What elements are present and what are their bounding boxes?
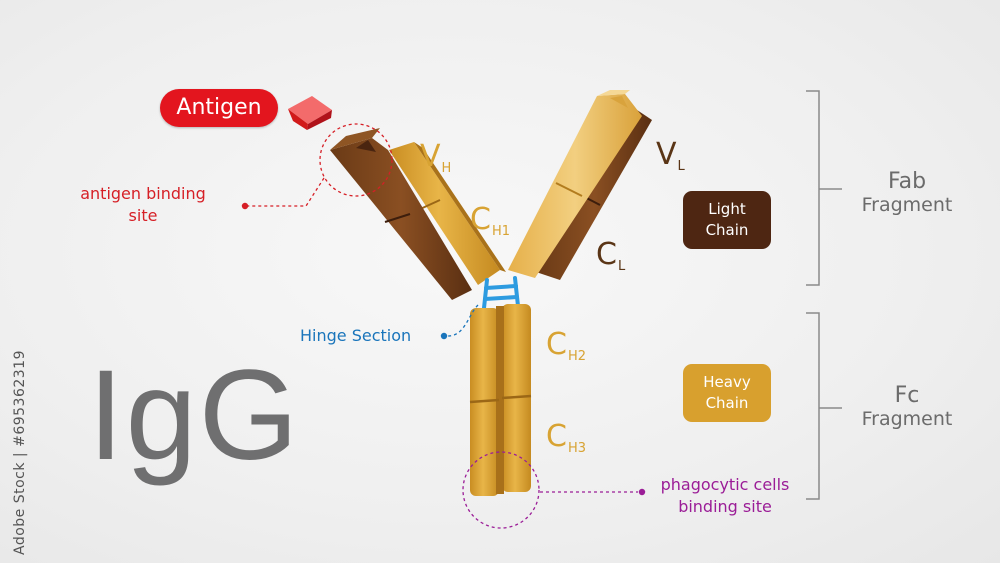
fc-bracket xyxy=(806,312,842,500)
domain-cl-label: CL xyxy=(596,237,626,275)
domain-vl-label: VL xyxy=(656,137,685,175)
fab-fragment-label: Fab Fragment xyxy=(861,169,953,217)
phagocytic-binding-site-marker xyxy=(462,451,646,529)
right-arm-heavy-chain xyxy=(508,90,642,278)
domain-ch2-label: CH2 xyxy=(546,327,586,365)
domain-ch1-label: CH1 xyxy=(470,202,510,240)
antigen-binding-site-label: antigen binding site xyxy=(80,184,206,225)
hinge-leader xyxy=(440,304,479,340)
fab-bracket xyxy=(806,90,842,286)
stock-watermark-id: Adobe Stock | #695362319 xyxy=(12,350,28,555)
fc-fragment-label: Fc Fragment xyxy=(861,383,953,431)
antigen-binding-site-marker xyxy=(241,123,393,210)
left-arm-light-chain xyxy=(330,128,472,300)
phagocytic-binding-site-label: phagocytic cells binding site xyxy=(660,475,790,516)
domain-ch3-label: CH3 xyxy=(546,419,586,457)
domain-vh-label: VH xyxy=(420,139,452,177)
hinge-disulfide-bonds xyxy=(482,276,520,310)
antigen-cube xyxy=(288,96,332,130)
heavy-chain-box: Heavy Chain xyxy=(683,364,771,422)
page-title: IgG xyxy=(88,344,301,487)
light-chain-box: Light Chain xyxy=(683,191,771,249)
fc-stem xyxy=(469,304,532,496)
hinge-section-label: Hinge Section xyxy=(300,326,412,345)
antigen-label: Antigen xyxy=(160,89,278,127)
